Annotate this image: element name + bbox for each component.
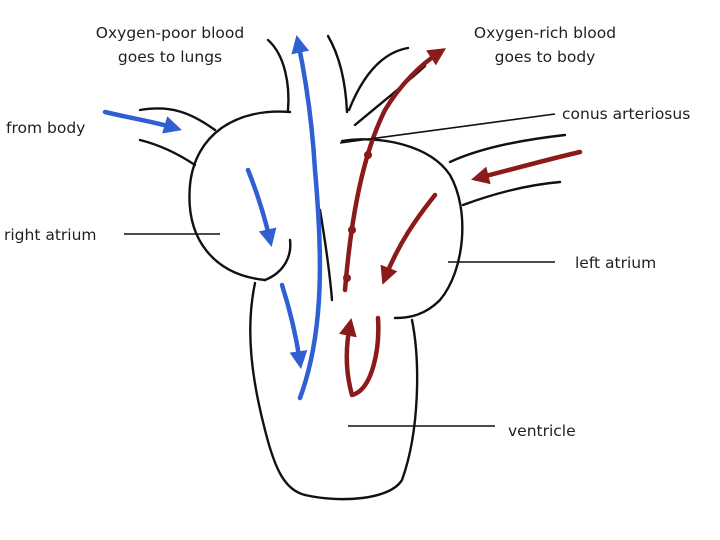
labels: Oxygen-poor blood goes to lungs Oxygen-r…: [4, 24, 690, 440]
blue-arrow-into-ventricle: [279, 282, 308, 370]
oxygen-poor-flow: [102, 34, 323, 401]
label-conus-arteriosus: conus arteriosus: [562, 105, 690, 123]
red-arrow-to-body: [342, 48, 447, 293]
leader-conus-arteriosus: [339, 113, 556, 144]
red-arrow-left-atrium: [380, 192, 438, 285]
septum-wall: [318, 208, 334, 302]
blue-arrow-from-body: [102, 109, 182, 134]
pulmonary-vein-upper: [448, 133, 567, 164]
vena-cava-lower: [138, 138, 197, 167]
vessel-right-inner: [347, 46, 410, 112]
label-right-atrium: right atrium: [4, 226, 97, 244]
left-atrium-outline: [340, 138, 464, 320]
right-atrium-outline: [188, 110, 292, 282]
vessel-left-outer: [266, 38, 290, 112]
label-oxygen-rich-line2: goes to body: [495, 48, 596, 66]
heart-outline: [138, 34, 567, 501]
red-arrow-pulmonary-vein: [471, 149, 583, 185]
label-from-body: from body: [6, 119, 85, 137]
red-arrow-ventricle-loop: [339, 315, 381, 398]
pulmonary-vein-lower: [461, 180, 562, 207]
red-dot-3: [343, 274, 351, 282]
red-dot-2: [348, 226, 356, 234]
red-dot-1: [364, 151, 372, 159]
ventricle-left-wall: [249, 281, 307, 497]
label-oxygen-poor-line1: Oxygen-poor blood: [96, 24, 244, 42]
vessel-left-inner: [326, 34, 349, 114]
label-oxygen-rich-line1: Oxygen-rich blood: [474, 24, 616, 42]
right-atrium-inner-curve: [263, 238, 292, 282]
label-oxygen-poor-line2: goes to lungs: [118, 48, 222, 66]
vena-cava-upper: [138, 107, 217, 132]
blue-arrow-right-atrium: [245, 167, 277, 248]
label-ventricle: ventricle: [508, 422, 576, 440]
blue-arrow-to-lungs: [291, 34, 323, 401]
oxygen-rich-flow: [339, 48, 583, 398]
ventricle-bottom: [303, 318, 419, 501]
label-left-atrium: left atrium: [575, 254, 656, 272]
leader-lines: [124, 113, 556, 427]
